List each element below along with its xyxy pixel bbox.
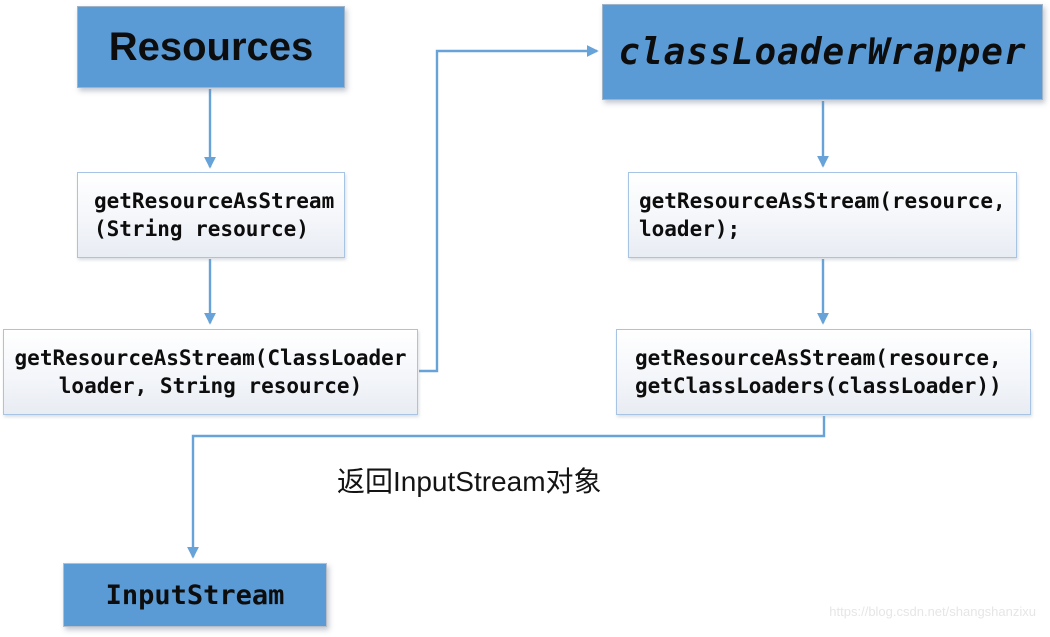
node-inputstream-label: InputStream xyxy=(105,579,285,611)
code-line: getResourceAsStream xyxy=(94,189,335,213)
code-line: getResourceAsStream(ClassLoader xyxy=(14,346,407,370)
node-resources: Resources xyxy=(77,6,345,88)
node-get-resource-as-stream-string: getResourceAsStream (String resource) xyxy=(77,172,345,258)
watermark-url: https://blog.csdn.net/shangshanzixu xyxy=(829,604,1036,619)
code-line: loader); xyxy=(639,217,741,241)
node-resources-label: Resources xyxy=(108,24,314,69)
node-classloaderwrapper-label: classLoaderWrapper xyxy=(618,31,1027,73)
code-line: getResourceAsStream(resource, xyxy=(635,346,1002,370)
node-inputstream: InputStream xyxy=(63,563,327,627)
node-get-resource-as-stream-getclassloaders: getResourceAsStream(resource, getClassLo… xyxy=(616,329,1031,415)
code-line: getResourceAsStream(resource, xyxy=(639,189,1006,213)
code-line: loader, String resource) xyxy=(58,374,363,398)
code-line: (String resource) xyxy=(94,217,309,241)
annotation-return-inputstream: 返回InputStream对象 xyxy=(337,466,602,497)
node-get-resource-as-stream-classloader: getResourceAsStream(ClassLoader loader, … xyxy=(3,329,418,415)
node-classloaderwrapper: classLoaderWrapper xyxy=(602,4,1043,100)
code-line: getClassLoaders(classLoader)) xyxy=(635,374,1002,398)
node-get-resource-as-stream-resource-loader: getResourceAsStream(resource, loader); xyxy=(628,172,1017,258)
arrow-getresource-classloader-to-classloaderwrapper xyxy=(419,45,599,373)
